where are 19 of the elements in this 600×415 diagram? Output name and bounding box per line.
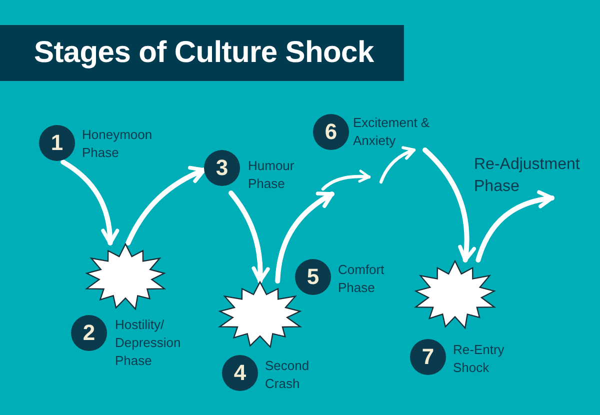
starburst-shape: [216, 281, 304, 349]
curved-arrow: [126, 166, 206, 246]
stage-label: Re-Entry Shock: [453, 341, 506, 377]
starburst-shape: [412, 260, 498, 330]
title: Stages of Culture Shock: [34, 38, 374, 68]
curved-arrow: [228, 190, 270, 284]
stage-label: Comfort Phase: [338, 261, 386, 297]
curved-arrow: [60, 160, 119, 246]
curved-arrow: [422, 148, 476, 262]
stage-label: Excitement & Anxiety: [353, 114, 431, 150]
curved-arrow: [476, 190, 554, 262]
curved-arrow: [379, 146, 416, 184]
stage-label: Honeymoon Phase: [82, 126, 154, 162]
phase-label: Re-Adjustment Phase: [474, 154, 586, 198]
stage-label: Second Crash: [265, 357, 310, 393]
starburst-shape: [83, 243, 168, 311]
stage-label: Hostility/ Depression Phase: [115, 316, 182, 370]
curved-arrow: [275, 192, 334, 284]
stage-label: Humour Phase: [248, 157, 296, 193]
